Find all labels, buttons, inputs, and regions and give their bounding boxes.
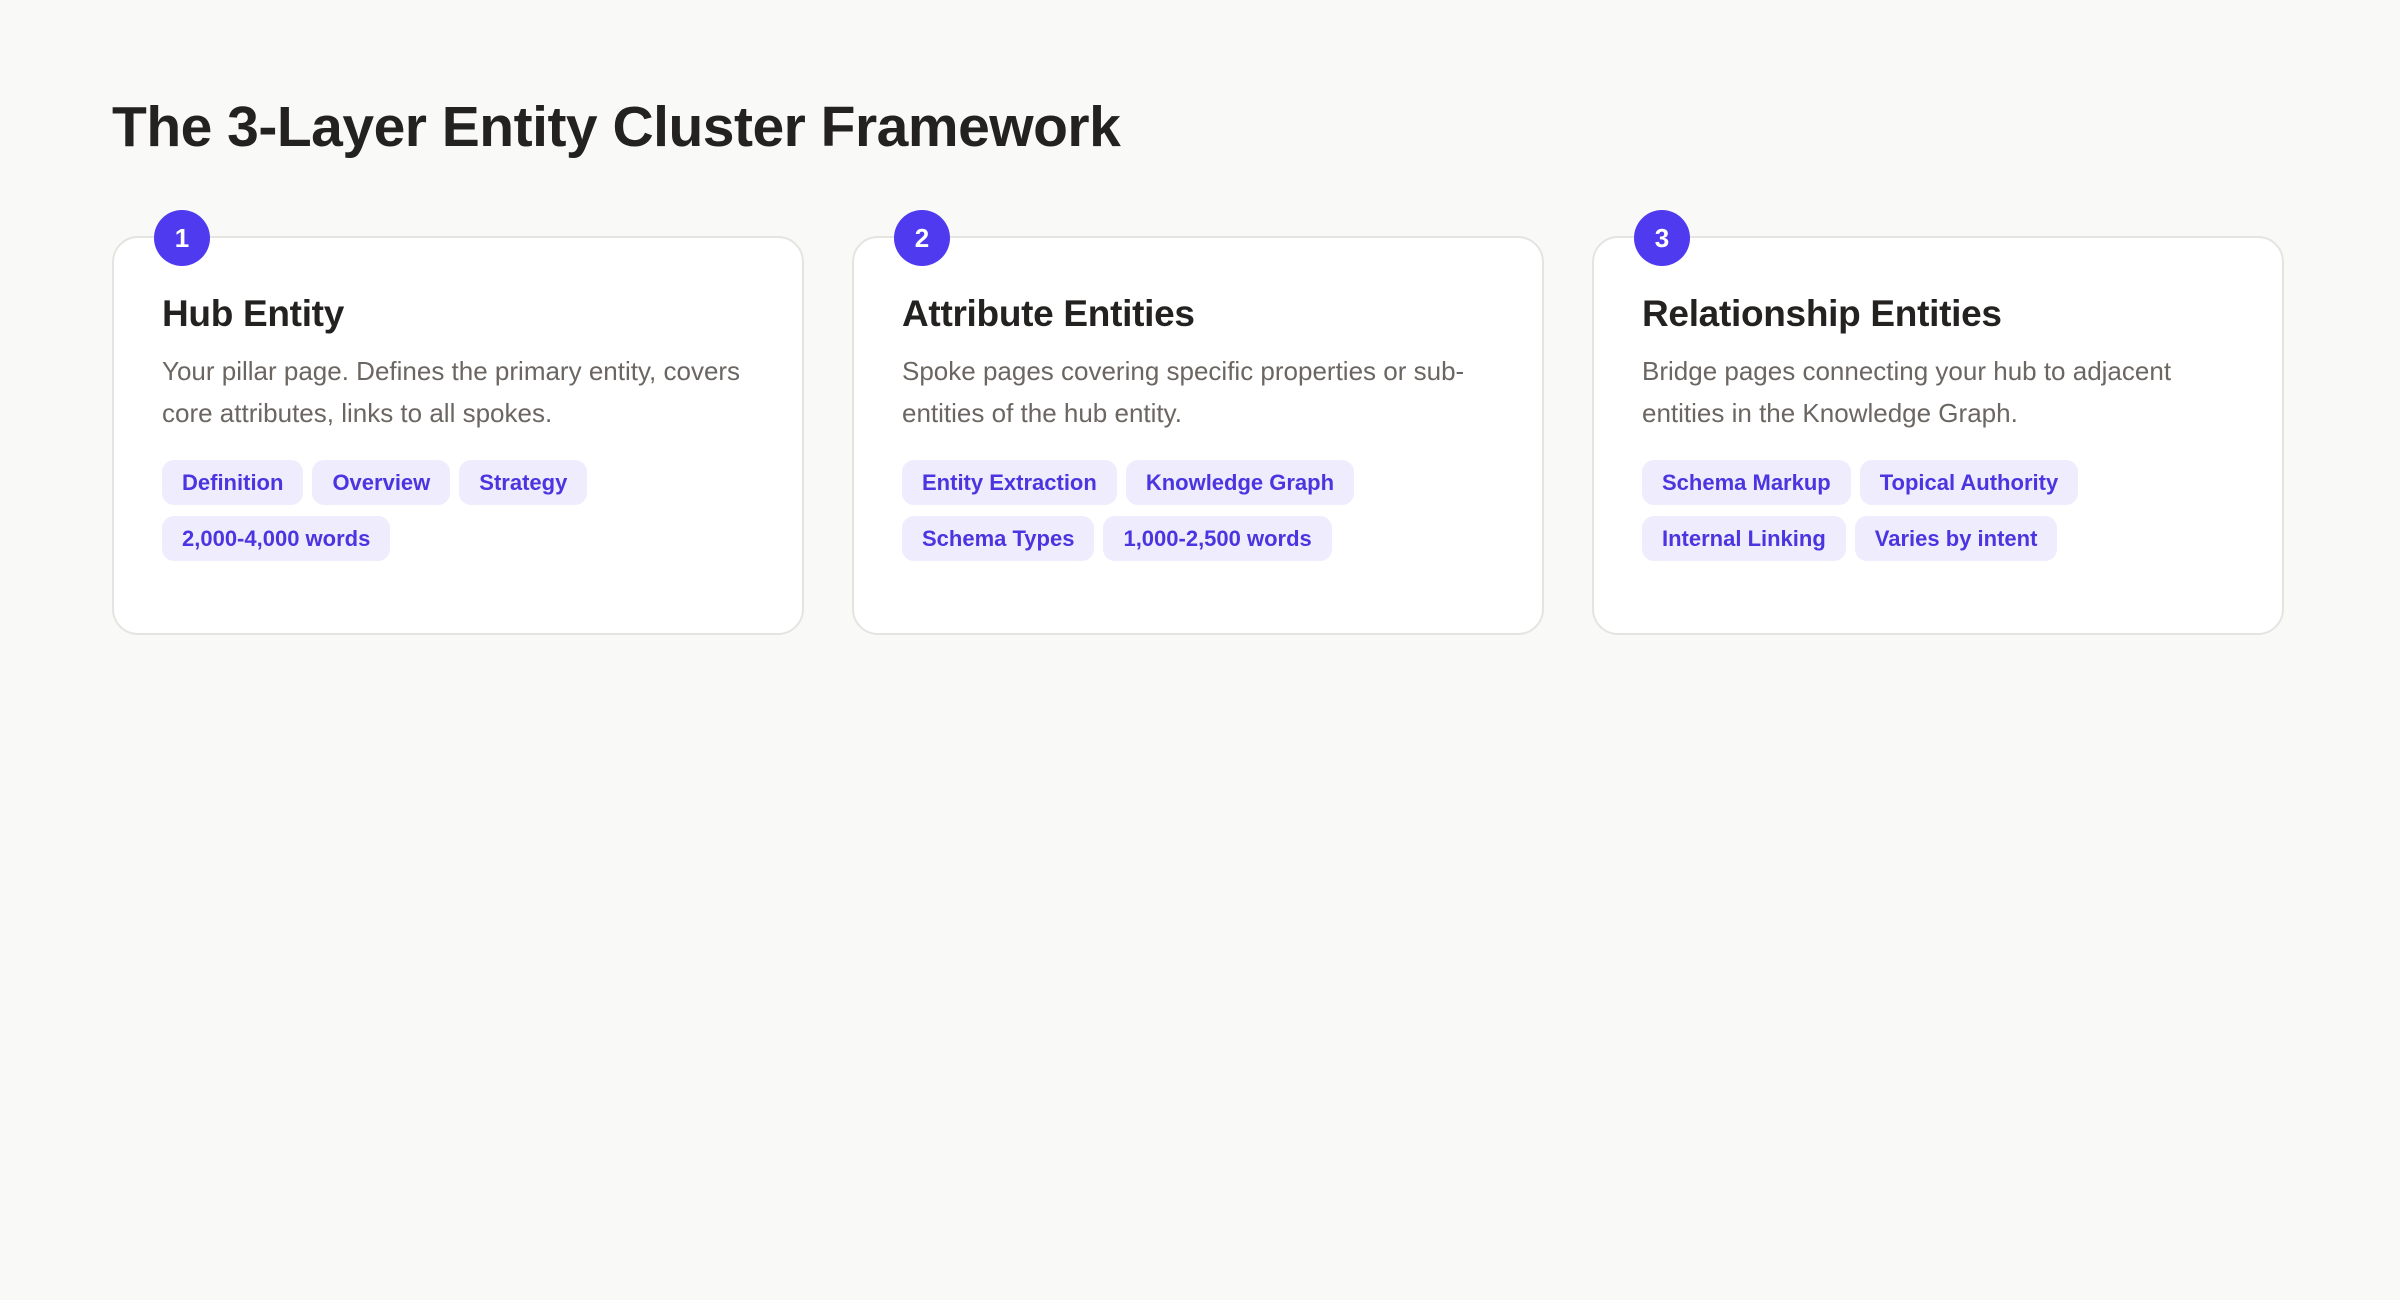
tag: Definition xyxy=(162,460,304,505)
tag: Internal Linking xyxy=(1642,516,1846,561)
framework-cards: 1 Hub Entity Your pillar page. Defines t… xyxy=(112,210,2284,635)
tag: Entity Extraction xyxy=(902,460,1117,505)
tag: Strategy xyxy=(459,460,588,505)
tag: Overview xyxy=(312,460,451,505)
tag-list: Entity Extraction Knowledge Graph Schema… xyxy=(902,460,1494,561)
card-attribute-entities: 2 Attribute Entities Spoke pages coverin… xyxy=(852,210,1544,635)
tag-list: Definition Overview Strategy 2,000-4,000… xyxy=(162,460,754,561)
tag: Topical Authority xyxy=(1859,460,2079,505)
step-number-badge: 2 xyxy=(894,210,950,266)
step-number-badge: 3 xyxy=(1634,210,1690,266)
card-description: Your pillar page. Defines the primary en… xyxy=(162,356,741,428)
tag: Schema Markup xyxy=(1642,460,1851,505)
card-description: Bridge pages connecting your hub to adja… xyxy=(1642,356,2172,428)
tag: Knowledge Graph xyxy=(1125,460,1355,505)
page-title: The 3-Layer Entity Cluster Framework xyxy=(112,95,1121,159)
step-number-badge: 1 xyxy=(154,210,210,266)
card-hub-entity: 1 Hub Entity Your pillar page. Defines t… xyxy=(112,210,804,635)
word-count-tag: Varies by intent xyxy=(1854,516,2058,561)
word-count-tag: 2,000-4,000 words xyxy=(162,516,391,561)
card-title: Relationship Entities xyxy=(1642,293,2002,334)
word-count-tag: 1,000-2,500 words xyxy=(1103,516,1332,561)
card-relationship-entities: 3 Relationship Entities Bridge pages con… xyxy=(1592,210,2284,635)
card-description: Spoke pages covering specific properties… xyxy=(902,356,1465,428)
tag: Schema Types xyxy=(902,516,1095,561)
card-title: Attribute Entities xyxy=(902,293,1195,334)
tag-list: Schema Markup Topical Authority Internal… xyxy=(1642,460,2234,561)
card-title: Hub Entity xyxy=(162,293,344,334)
